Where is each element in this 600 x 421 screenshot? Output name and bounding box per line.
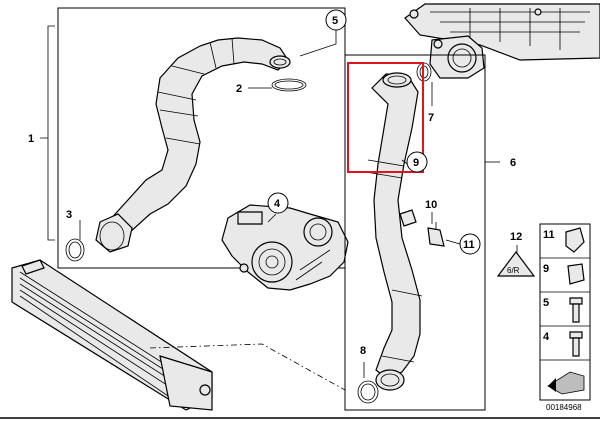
svg-text:4: 4 xyxy=(274,198,281,210)
o-ring-8 xyxy=(357,380,379,404)
svg-text:2: 2 xyxy=(236,83,242,95)
clip-11 xyxy=(445,239,461,245)
sensor-10 xyxy=(427,222,445,247)
svg-text:10: 10 xyxy=(425,199,437,211)
intercooler xyxy=(11,259,213,411)
legend-item-bolt-5: 5 xyxy=(543,297,583,323)
highlight-box xyxy=(347,62,424,173)
svg-text:11: 11 xyxy=(543,229,555,241)
legend-item-clip: 11 xyxy=(543,227,585,253)
warning-label-12: 6/R xyxy=(496,251,536,277)
callout-3: 3 xyxy=(66,209,72,221)
callout-8: 8 xyxy=(360,345,366,357)
assembly-6-frame xyxy=(344,54,500,411)
svg-text:12: 12 xyxy=(510,231,522,243)
svg-text:1: 1 xyxy=(28,133,34,145)
svg-text:6/R: 6/R xyxy=(507,266,520,275)
svg-text:5: 5 xyxy=(332,15,338,27)
callout-7: 7 xyxy=(428,112,434,124)
intake-manifold xyxy=(404,3,600,79)
callout-9: 9 xyxy=(406,151,428,173)
callout-12: 12 xyxy=(510,231,522,243)
legend-item-bolt-4: 4 xyxy=(543,331,583,357)
diagram-number: 00184968 xyxy=(546,403,582,412)
callout-5: 5 xyxy=(325,9,347,31)
svg-text:9: 9 xyxy=(413,157,419,169)
charge-pipe-lower xyxy=(365,72,423,391)
callout-10: 10 xyxy=(425,199,437,211)
svg-text:7: 7 xyxy=(428,112,434,124)
svg-text:4: 4 xyxy=(543,331,550,343)
legend-arrow-icon xyxy=(547,371,585,395)
svg-text:9: 9 xyxy=(543,263,549,275)
callout-6: 6 xyxy=(510,157,516,169)
legend-item-nut: 9 xyxy=(543,263,585,285)
charge-pipe-upper xyxy=(95,37,291,253)
callout-1: 1 xyxy=(28,133,34,145)
o-ring-2 xyxy=(271,78,307,92)
callout-4: 4 xyxy=(267,192,289,214)
parts-legend: 11 9 5 4 xyxy=(539,223,591,401)
callout-11: 11 xyxy=(459,233,481,255)
o-ring-3 xyxy=(65,238,85,262)
svg-text:8: 8 xyxy=(360,345,366,357)
callout-2: 2 xyxy=(236,83,242,95)
svg-text:6: 6 xyxy=(510,157,516,169)
routing-line-left xyxy=(149,343,346,391)
svg-text:3: 3 xyxy=(66,209,72,221)
turbocharger xyxy=(221,204,349,291)
svg-text:11: 11 xyxy=(463,239,475,251)
svg-text:5: 5 xyxy=(543,297,549,309)
